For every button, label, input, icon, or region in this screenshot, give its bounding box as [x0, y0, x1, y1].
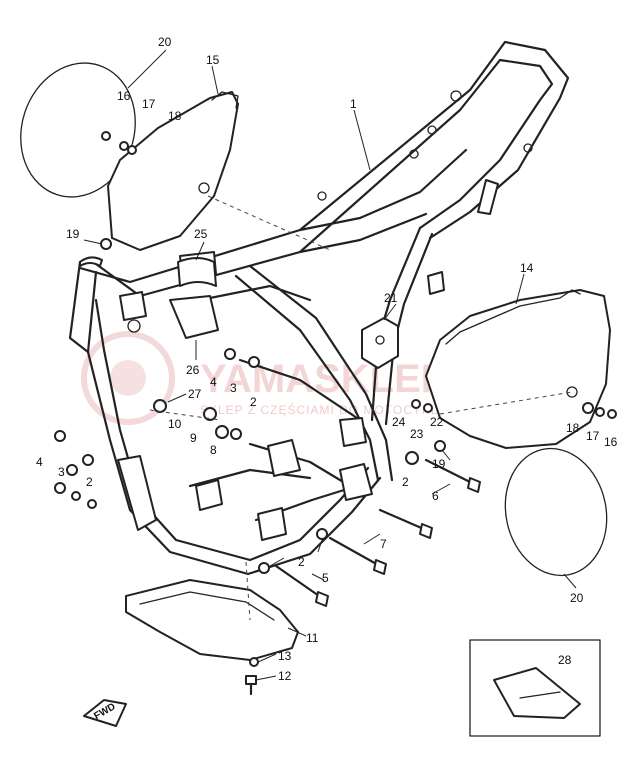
callout-2-right: 2: [402, 475, 409, 489]
callout-19-left: 19: [66, 227, 80, 241]
callout-14: 14: [520, 261, 534, 275]
callout-15: 15: [206, 53, 220, 67]
callout-6: 6: [432, 489, 439, 503]
callout-27: 27: [188, 387, 202, 401]
bolt-5-lower: [274, 564, 329, 607]
callout-23: 23: [410, 427, 424, 441]
callout-8: 8: [210, 443, 217, 457]
fwd-direction-marker: FWD: [83, 699, 127, 727]
number-plate-right: [504, 447, 608, 577]
bracket: [361, 317, 399, 369]
callout-9: 9: [190, 431, 197, 445]
callout-13: 13: [278, 649, 292, 663]
callout-4-center: 4: [210, 375, 217, 389]
callout-25: 25: [194, 227, 208, 241]
callout-20-left: 20: [158, 35, 172, 49]
callout-24: 24: [392, 415, 406, 429]
assembly-guide-lines: [149, 195, 573, 621]
callout-22: 22: [430, 415, 444, 429]
side-cover-right: [425, 289, 611, 449]
hardware-small-parts: [54, 131, 617, 696]
callout-26: 26: [186, 363, 200, 377]
callout-2-center: 2: [250, 395, 257, 409]
side-cover-left: [107, 91, 239, 251]
callout-18-left: 18: [168, 109, 182, 123]
callout-17-right: 17: [586, 429, 600, 443]
callout-10: 10: [168, 417, 182, 431]
callout-16-left: 16: [117, 89, 131, 103]
callout-28: 28: [558, 653, 572, 667]
callout-4-left: 4: [36, 455, 43, 469]
callout-5: 5: [322, 571, 329, 585]
callout-20-right: 20: [570, 591, 584, 605]
callout-7: 7: [380, 537, 387, 551]
callout-12: 12: [278, 669, 292, 683]
bolt-7: [378, 508, 433, 539]
callout-11: 11: [306, 631, 319, 645]
callout-3-left: 3: [58, 465, 65, 479]
callout-numbers: 20 15 16 17 18 1 19 25 14 21 26 4 3 27 2…: [36, 35, 618, 683]
inset-box: [469, 639, 601, 737]
callout-16-right: 16: [604, 435, 618, 449]
leader-lines: [83, 49, 577, 681]
callout-21: 21: [384, 291, 398, 305]
callout-18-right: 18: [566, 421, 580, 435]
skid-plate: [125, 579, 299, 661]
callout-19-right: 19: [432, 457, 446, 471]
bolt-5-upper: [328, 536, 387, 575]
callout-17-left: 17: [142, 97, 156, 111]
callout-3: 3: [230, 381, 237, 395]
callout-2-lower: 2: [298, 555, 305, 569]
main-frame: [68, 40, 570, 576]
bolt-6: [424, 458, 481, 493]
frame-strap: [177, 257, 217, 287]
callout-1: 1: [350, 97, 357, 111]
callout-2-left: 2: [86, 475, 93, 489]
